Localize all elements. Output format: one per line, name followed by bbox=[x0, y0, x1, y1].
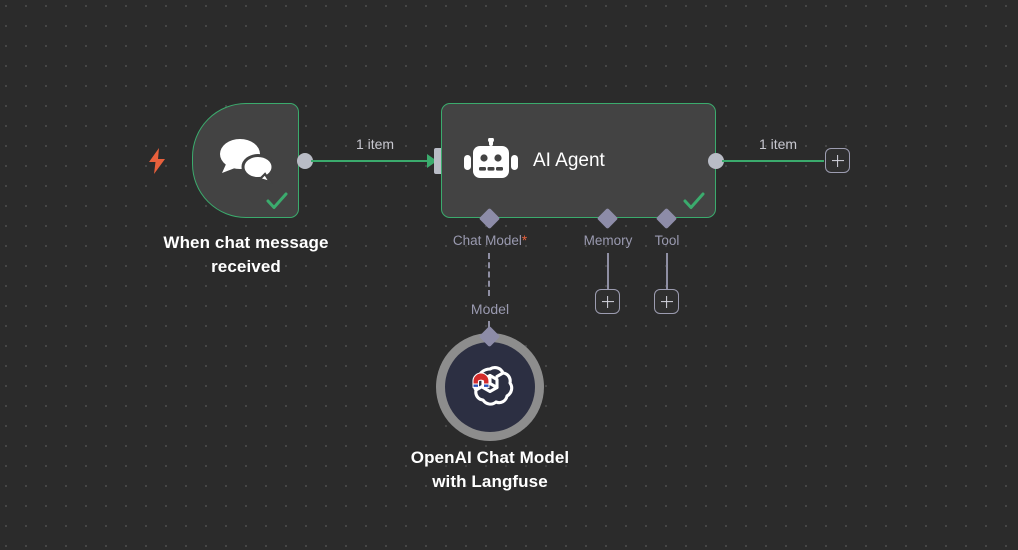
edge-label-agent-to-next: 1 item bbox=[758, 136, 798, 152]
add-tool-button[interactable] bbox=[654, 289, 679, 314]
node-label-openai-chat-model: OpenAI Chat Model with Langfuse bbox=[410, 448, 570, 491]
edge-arrow-head bbox=[427, 153, 437, 168]
edge-agent-to-next[interactable] bbox=[722, 159, 824, 162]
status-check-icon bbox=[264, 188, 290, 214]
required-asterisk: * bbox=[521, 233, 528, 248]
agent-output-port[interactable] bbox=[708, 153, 724, 169]
sub-port-label-memory: Memory bbox=[583, 233, 633, 248]
node-when-chat-message-received[interactable] bbox=[192, 103, 299, 218]
edge-model-connector[interactable] bbox=[488, 253, 490, 296]
trigger-output-port[interactable] bbox=[297, 153, 313, 169]
edge-tool-connector[interactable] bbox=[665, 253, 668, 291]
chat-bubbles-icon bbox=[215, 135, 277, 185]
edge-trigger-to-agent[interactable] bbox=[311, 159, 429, 162]
edge-label-trigger-to-agent: 1 item bbox=[355, 136, 395, 152]
robot-icon bbox=[464, 136, 518, 184]
agent-input-port[interactable] bbox=[434, 148, 444, 174]
node-openai-chat-model[interactable] bbox=[436, 333, 544, 441]
sub-port-label-chat-model: Chat Model* bbox=[430, 234, 550, 248]
node-ai-agent[interactable]: AI Agent bbox=[441, 103, 716, 218]
sub-port-label-text: Chat Model bbox=[452, 233, 522, 248]
lightning-bolt-icon bbox=[147, 148, 167, 174]
magnet-icon bbox=[470, 368, 492, 388]
node-title-ai-agent: AI Agent bbox=[533, 149, 605, 171]
sub-port-label-tool: Tool bbox=[654, 233, 680, 248]
node-label-trigger: When chat message received bbox=[163, 233, 329, 276]
edge-label-model: Model bbox=[470, 301, 510, 317]
status-check-icon bbox=[681, 188, 707, 214]
add-next-node-button[interactable] bbox=[825, 148, 850, 173]
edge-memory-connector[interactable] bbox=[606, 253, 609, 291]
add-memory-button[interactable] bbox=[595, 289, 620, 314]
